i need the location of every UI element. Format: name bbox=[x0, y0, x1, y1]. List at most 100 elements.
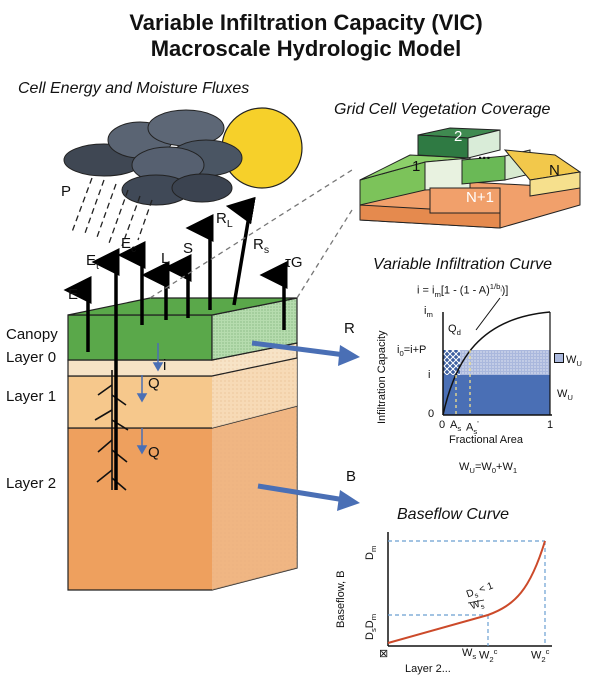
infil-eq-b: [1 - (1 - A) bbox=[440, 284, 490, 297]
flux-arrows bbox=[63, 196, 288, 490]
infil-i: i bbox=[428, 369, 431, 381]
baseflow-heading: Baseflow Curve bbox=[397, 506, 510, 523]
wu-eq-sub2: 0 bbox=[491, 466, 497, 476]
runoff-label: R bbox=[344, 320, 355, 337]
base-dsdm-sub: s bbox=[369, 628, 379, 633]
base-dsdm-sub2: m bbox=[369, 613, 379, 621]
ground-flux-label: τG bbox=[285, 254, 303, 271]
infil-im-a: i bbox=[424, 305, 427, 317]
wu-prime-swatch-icon bbox=[554, 353, 564, 363]
roots bbox=[94, 370, 129, 491]
base-ws: Ws bbox=[462, 647, 476, 661]
infil-zero-y: 0 bbox=[428, 408, 435, 420]
longwave-main: R bbox=[216, 210, 227, 227]
baseflow-flux-label: B bbox=[346, 468, 357, 485]
latent-label: L bbox=[161, 250, 170, 267]
q2-label: Q bbox=[148, 444, 160, 461]
infiltration-plot bbox=[442, 297, 552, 416]
base-w2c: W2c bbox=[479, 647, 498, 664]
base-ws-sub: s bbox=[472, 652, 477, 662]
infil-wu-prime-sub: U bbox=[576, 359, 582, 369]
canopy-evap-main: E bbox=[121, 235, 132, 252]
infil-as2-sub: s bbox=[473, 426, 478, 436]
infil-i0-sub: 0 bbox=[399, 349, 404, 359]
soil-layer-1 bbox=[67, 357, 298, 429]
base-dsdm-a: D bbox=[364, 632, 376, 640]
longwave-label: RL bbox=[216, 210, 233, 230]
veg-tile-2: 2 bbox=[454, 128, 463, 145]
baseflow-arrow bbox=[257, 483, 360, 511]
baseflow-plot bbox=[387, 532, 552, 647]
infil-eq-a: i = i bbox=[417, 284, 435, 297]
base-w2c-sup: c bbox=[493, 647, 498, 656]
wu-eq-a: W bbox=[459, 461, 470, 473]
infil-wu: WU bbox=[557, 388, 573, 402]
infil-as-a: A bbox=[450, 419, 458, 431]
infil-wu-prime: WU bbox=[554, 353, 582, 368]
base-dsdm: DsDm bbox=[364, 614, 378, 640]
infil-heading: Variable Infiltration Curve bbox=[373, 256, 553, 273]
infil-wu-prime-a: W bbox=[566, 354, 577, 366]
infil-wu-sub: U bbox=[567, 393, 573, 403]
rain-lines bbox=[71, 177, 153, 247]
wu-eq-sub3: 1 bbox=[512, 466, 518, 476]
infil-im: im bbox=[424, 305, 433, 319]
infil-i0: i0=i+P bbox=[397, 344, 426, 358]
shortwave-sub: s bbox=[263, 244, 270, 256]
infil-i0-a: i bbox=[397, 344, 400, 356]
q1-label: Q bbox=[148, 375, 160, 392]
canopy-evap-sub: c bbox=[131, 243, 137, 255]
base-w2c-end: W2c bbox=[531, 647, 550, 664]
infil-im-sub: m bbox=[426, 310, 433, 320]
evap-label: E bbox=[68, 286, 79, 303]
veg-coverage-tiles bbox=[359, 127, 582, 229]
infil-qd: Qd bbox=[448, 323, 461, 337]
veg-tile-n1: N+1 bbox=[466, 189, 494, 206]
infil-as-sub: s bbox=[457, 424, 462, 434]
infil-zero-x: 0 bbox=[439, 419, 446, 431]
wu-eq-b: =W bbox=[474, 461, 492, 473]
infil-wu-a: W bbox=[557, 388, 568, 400]
infil-eq-c: )] bbox=[501, 284, 509, 297]
runoff-arrow bbox=[251, 340, 360, 366]
title-line-2: Macroscale Hydrologic Model bbox=[150, 36, 462, 61]
base-ws-a: W bbox=[462, 647, 473, 659]
infil-one: 1 bbox=[547, 419, 554, 431]
layer2-label: Layer 2 bbox=[6, 475, 57, 492]
veg-tile-1: 1 bbox=[412, 158, 421, 175]
infil-ylabel: Infiltration Capacity bbox=[376, 330, 388, 424]
canopy-label: Canopy bbox=[6, 326, 58, 343]
title-line-1: Variable Infiltration Capacity (VIC) bbox=[129, 10, 483, 35]
wu-eq-sub: U bbox=[469, 466, 475, 476]
base-zero: ⊠ bbox=[379, 648, 389, 660]
infil-as2-sup: ' bbox=[477, 419, 479, 428]
base-w2c-sub: 2 bbox=[489, 654, 494, 664]
infil-eq-sup: 1/bi bbox=[489, 282, 502, 294]
base-w2c2-sup: c bbox=[545, 647, 550, 656]
veg-heading: Grid Cell Vegetation Coverage bbox=[334, 101, 551, 118]
soil-flux-arrows bbox=[136, 343, 164, 455]
base-dm-a: D bbox=[364, 552, 376, 560]
left-heading: Cell Energy and Moisture Fluxes bbox=[18, 80, 250, 97]
soil-layer-2 bbox=[67, 405, 298, 591]
infil-qd-a: Q bbox=[448, 323, 457, 335]
longwave-sub: L bbox=[226, 218, 233, 230]
transp-label: Et bbox=[86, 252, 99, 272]
base-w2c2-sub: 2 bbox=[541, 654, 546, 664]
base-xlabel: Layer 2... bbox=[405, 663, 451, 675]
base-ylabel: Baseflow, B bbox=[335, 570, 347, 628]
infil-wu-equation: WU=W0+W1 bbox=[459, 461, 517, 475]
infil-eq-sup-a: 1/b bbox=[489, 282, 501, 291]
infil-as2: As' bbox=[466, 419, 479, 436]
transp-label-sub: t bbox=[96, 260, 99, 272]
shortwave-label: Rs bbox=[253, 236, 269, 256]
infil-qd-sub: d bbox=[456, 328, 461, 338]
cloud-icon bbox=[63, 109, 243, 206]
layer1-label: Layer 1 bbox=[6, 388, 57, 405]
veg-tile-dots: ... bbox=[478, 146, 491, 163]
projection-lines bbox=[149, 169, 353, 299]
infil-xlabel: Fractional Area bbox=[449, 434, 523, 446]
transp-label-main: E bbox=[86, 252, 97, 269]
shortwave-main: R bbox=[253, 236, 264, 253]
